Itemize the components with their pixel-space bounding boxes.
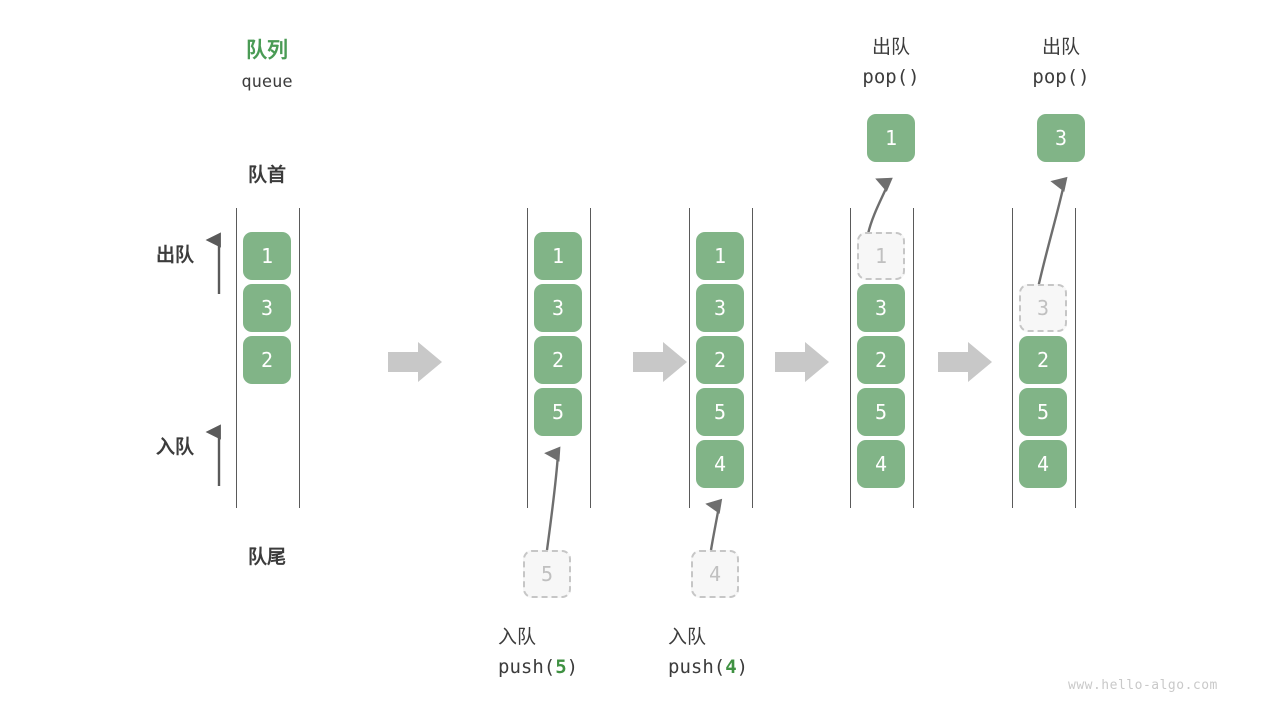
queue-cell: 2: [857, 336, 905, 384]
queue-cell: 3: [534, 284, 582, 332]
front-label: 队首: [247, 165, 286, 186]
popped-cell: 3: [1037, 114, 1085, 162]
queue-cell: 5: [696, 388, 744, 436]
push-label-cn: 入队: [668, 627, 707, 648]
code-prefix: push(: [668, 656, 726, 678]
queue-cell: 2: [243, 336, 291, 384]
step-arrow-4: [938, 342, 992, 382]
watermark: www.hello-algo.com: [1068, 678, 1218, 693]
pop-label-cn: 出队: [871, 37, 910, 58]
pop-label-code: pop(): [1001, 66, 1121, 88]
queue-cell-ghost: 3: [1019, 284, 1067, 332]
queue-cell: 1: [534, 232, 582, 280]
step-arrow-3: [775, 342, 829, 382]
queue-cell-ghost: 1: [857, 232, 905, 280]
code-suffix: ): [1078, 66, 1090, 88]
pop-arrow-icon: [1036, 176, 1068, 289]
rail-right: [1075, 208, 1076, 508]
queue-cell: 4: [857, 440, 905, 488]
queue-cell: 2: [1019, 336, 1067, 384]
enqueue-direction-arrow-icon: [205, 424, 221, 486]
push-label-code: push(4): [668, 656, 838, 678]
queue-cell: 5: [534, 388, 582, 436]
queue-cell: 3: [243, 284, 291, 332]
incoming-ghost-cell: 4: [691, 550, 739, 598]
code-num: 4: [725, 656, 737, 678]
dequeue-direction-label: 出队: [155, 245, 194, 266]
push-label-cn: 入队: [498, 627, 537, 648]
queue-cell: 4: [1019, 440, 1067, 488]
push-label-code: push(5): [498, 656, 668, 678]
rail-right: [913, 208, 914, 508]
rear-label: 队尾: [247, 547, 286, 568]
code-suffix: ): [908, 66, 920, 88]
step-arrow-2: [633, 342, 687, 382]
rail-left: [1012, 208, 1013, 508]
rail-left: [850, 208, 851, 508]
queue-cell: 3: [857, 284, 905, 332]
queue-title-cn: 队列: [246, 39, 288, 62]
code-prefix: pop(: [862, 66, 909, 88]
queue-cell: 5: [1019, 388, 1067, 436]
code-prefix: pop(: [1032, 66, 1079, 88]
code-prefix: push(: [498, 656, 556, 678]
popped-cell: 1: [867, 114, 915, 162]
queue-cell: 5: [857, 388, 905, 436]
rail-left: [236, 208, 237, 508]
queue-cell: 2: [534, 336, 582, 384]
queue-cell: 4: [696, 440, 744, 488]
rail-right: [299, 208, 300, 508]
push-arrow-icon: [544, 446, 561, 551]
dequeue-direction-arrow-icon: [205, 232, 221, 294]
enqueue-direction-label: 入队: [155, 437, 194, 458]
rail-left: [527, 208, 528, 508]
incoming-ghost-cell: 5: [523, 550, 571, 598]
rail-right: [752, 208, 753, 508]
queue-cell: 1: [696, 232, 744, 280]
step-arrow-1: [388, 342, 442, 382]
queue-cell: 3: [696, 284, 744, 332]
code-num: 5: [555, 656, 567, 678]
queue-cell: 2: [696, 336, 744, 384]
rail-left: [689, 208, 690, 508]
push-arrow-icon: [705, 498, 723, 551]
code-suffix: ): [566, 656, 579, 678]
queue-cell: 1: [243, 232, 291, 280]
pop-label-code: pop(): [831, 66, 951, 88]
pop-label-cn: 出队: [1041, 37, 1080, 58]
code-suffix: ): [736, 656, 749, 678]
rail-right: [590, 208, 591, 508]
queue-title-en: queue: [241, 72, 293, 92]
pop-arrow-icon: [866, 177, 893, 235]
